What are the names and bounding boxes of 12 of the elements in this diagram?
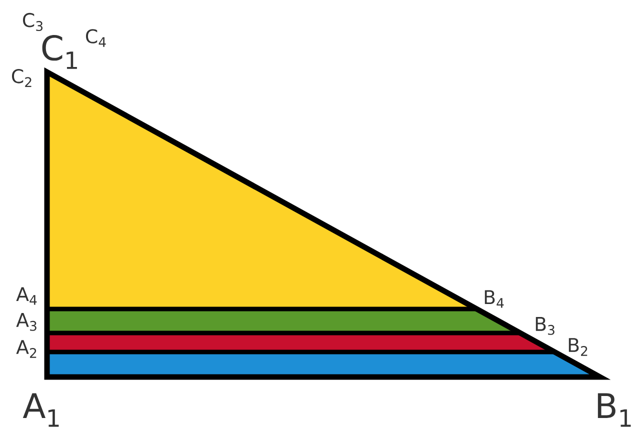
point-label: A$_{3}$ xyxy=(16,313,36,331)
point-label: C$_{2}$ xyxy=(12,69,32,87)
point-label: A$_{4}$ xyxy=(16,287,37,305)
point-label: C$_{1}$ xyxy=(42,35,77,69)
point-label: C$_{3}$ xyxy=(23,12,43,32)
point-label: B$_{2}$ xyxy=(568,338,588,356)
point-label: A$_{2}$ xyxy=(16,340,36,358)
point-label: A$_{1}$ xyxy=(22,393,59,427)
point-label: B$_{3}$ xyxy=(536,317,554,335)
point-label: C$_{4}$ xyxy=(86,29,106,47)
point-label: B$_{4}$ xyxy=(484,290,504,308)
point-label: B$_{1}$ xyxy=(598,393,631,427)
